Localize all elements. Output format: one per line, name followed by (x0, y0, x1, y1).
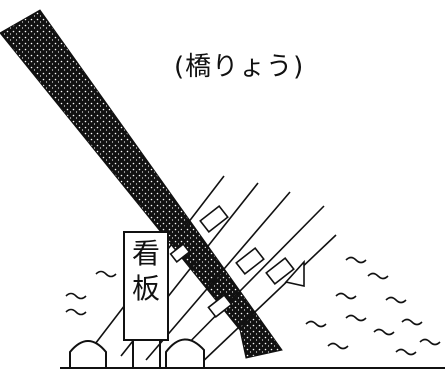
water-wave-icon (65, 256, 441, 356)
signboard-icon (123, 231, 169, 368)
bridge-support (284, 259, 305, 287)
beam-windows (169, 204, 295, 319)
pipe-arches (69, 338, 205, 368)
sign-line-3: 板 (131, 272, 160, 305)
sign-line-2: 看 (131, 237, 160, 270)
caption-title: (橋りょう) (174, 52, 305, 82)
sign-label: 看 板 (126, 236, 166, 306)
bridge-deck (0, 9, 283, 359)
